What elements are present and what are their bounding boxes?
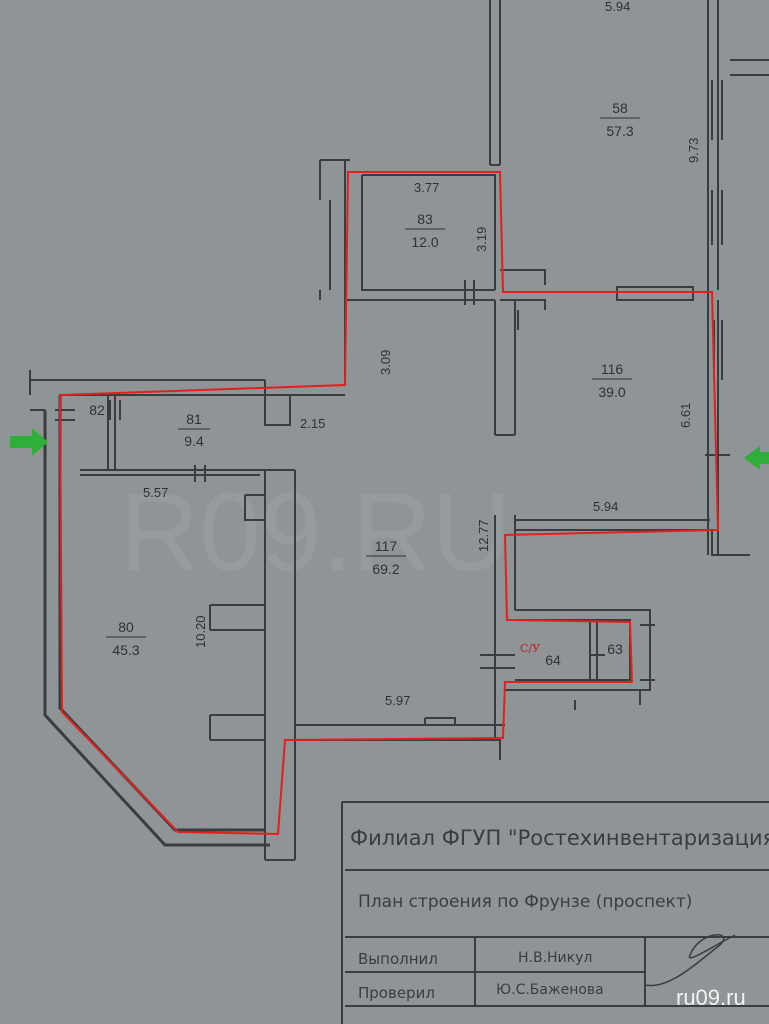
dimension: 3.09 — [378, 350, 393, 375]
room-area: 57.3 — [606, 123, 633, 139]
entrance-arrow-left-icon — [10, 428, 48, 456]
room-number: 82 — [89, 402, 105, 418]
room-area: 45.3 — [112, 642, 139, 658]
dimension: 5.94 — [605, 0, 630, 14]
dimension: 3.77 — [414, 180, 439, 195]
room-number: 81 — [186, 411, 202, 427]
plan-title: План строения по Фрунзе (проспект) — [358, 892, 692, 912]
title-block: Филиал ФГУП "Ростехинвентаризация" План … — [341, 801, 769, 1024]
dimension: 12.77 — [476, 519, 491, 552]
bathroom-label: С/У — [520, 642, 540, 655]
room-area: 9.4 — [184, 433, 204, 449]
dimension: 5.57 — [143, 485, 168, 500]
checked-by: Ю.С.Баженова — [496, 982, 604, 998]
room-area: 12.0 — [411, 234, 438, 250]
center-watermark: R09.RU — [120, 471, 511, 594]
room-area: 39.0 — [598, 384, 625, 400]
room-number: 58 — [612, 100, 628, 116]
room-number: 116 — [601, 361, 624, 377]
signature — [644, 934, 736, 987]
dimension: 6.61 — [678, 403, 693, 428]
room-number: 80 — [118, 619, 134, 635]
room-number: 64 — [545, 652, 561, 668]
dimension: 10.20 — [193, 615, 208, 648]
dimension: 2.15 — [300, 416, 325, 431]
route-line — [58, 171, 720, 836]
entrance-arrow-right-icon — [744, 446, 769, 470]
walls — [29, 0, 769, 861]
checked-label: Проверил — [358, 984, 435, 1002]
room-labels: 58 57.3 83 12.0 116 39.0 82 81 9.4 117 6… — [89, 100, 640, 668]
dimension: 9.73 — [686, 138, 701, 163]
dimensions: 5.94 9.73 3.77 3.19 3.09 6.61 2.15 5.57 … — [143, 0, 701, 708]
performed-label: Выполнил — [358, 950, 438, 968]
dimension: 3.19 — [474, 227, 489, 252]
dimension: 5.97 — [385, 693, 410, 708]
room-number: 63 — [607, 641, 623, 657]
performed-by: Н.В.Никул — [518, 950, 592, 966]
watermark: ru09.ru — [676, 985, 746, 1010]
room-area: 69.2 — [372, 561, 399, 577]
room-number: 117 — [375, 538, 398, 554]
dimension: 5.94 — [593, 499, 618, 514]
room-number: 83 — [417, 211, 433, 227]
organization-name: Филиал ФГУП "Ростехинвентаризация" — [350, 826, 769, 850]
